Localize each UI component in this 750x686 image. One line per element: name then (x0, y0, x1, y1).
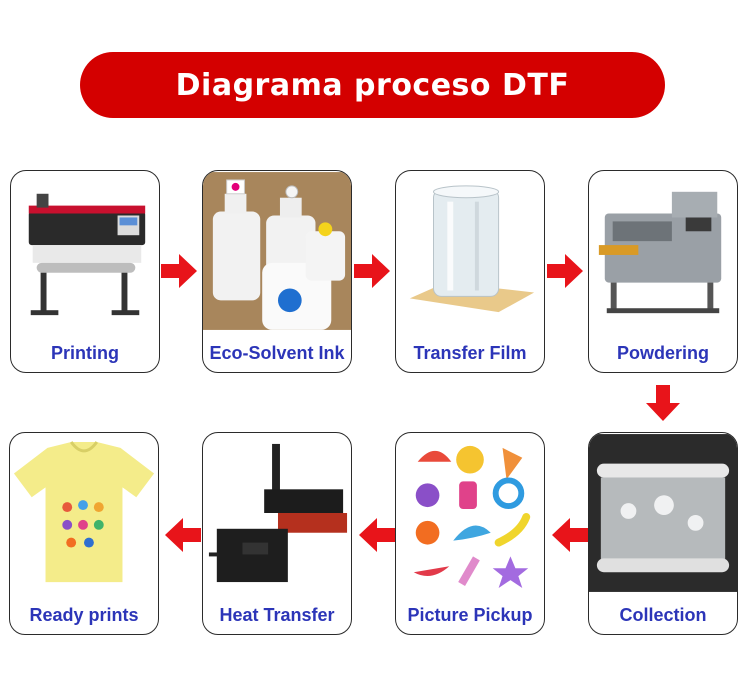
arrow-right-icon (354, 254, 390, 288)
collection-image (589, 433, 737, 593)
stickers-image (396, 433, 544, 593)
arrow-down-icon (646, 385, 680, 421)
title-banner: Diagrama proceso DTF (80, 52, 665, 118)
step-card-powdering: Powdering (588, 170, 738, 373)
step-card-picture-pickup: Picture Pickup (395, 432, 545, 635)
tshirt-image (10, 433, 158, 593)
step-label: Heat Transfer (219, 605, 335, 625)
arrow-left-icon (552, 518, 588, 552)
arrow-right-icon (547, 254, 583, 288)
step-label: Eco-Solvent Ink (209, 343, 345, 363)
heat-press-image (203, 433, 351, 593)
step-label: Powdering (616, 343, 709, 363)
step-label: Transfer Film (413, 343, 527, 363)
arrow-left-icon (165, 518, 201, 552)
film-roll-image (396, 171, 544, 331)
step-card-ready-prints: Ready prints (9, 432, 159, 635)
step-label: Printing (51, 343, 119, 363)
arrow-right-icon (161, 254, 197, 288)
step-card-heat-transfer: Heat Transfer (202, 432, 352, 635)
step-card-transfer-film: Transfer Film (395, 170, 545, 373)
step-label: Picture Pickup (407, 605, 533, 625)
arrow-left-icon (359, 518, 395, 552)
powder-machine-image (589, 171, 737, 331)
printer-image (11, 171, 159, 331)
diagram-title: Diagrama proceso DTF (175, 67, 570, 103)
step-card-printing: Printing (10, 170, 160, 373)
step-label: Ready prints (29, 605, 139, 625)
step-card-collection: Collection (588, 432, 738, 635)
step-card-eco-solvent-ink: Eco-Solvent Ink (202, 170, 352, 373)
step-label: Collection (619, 605, 707, 625)
ink-bottles-image (203, 171, 351, 331)
